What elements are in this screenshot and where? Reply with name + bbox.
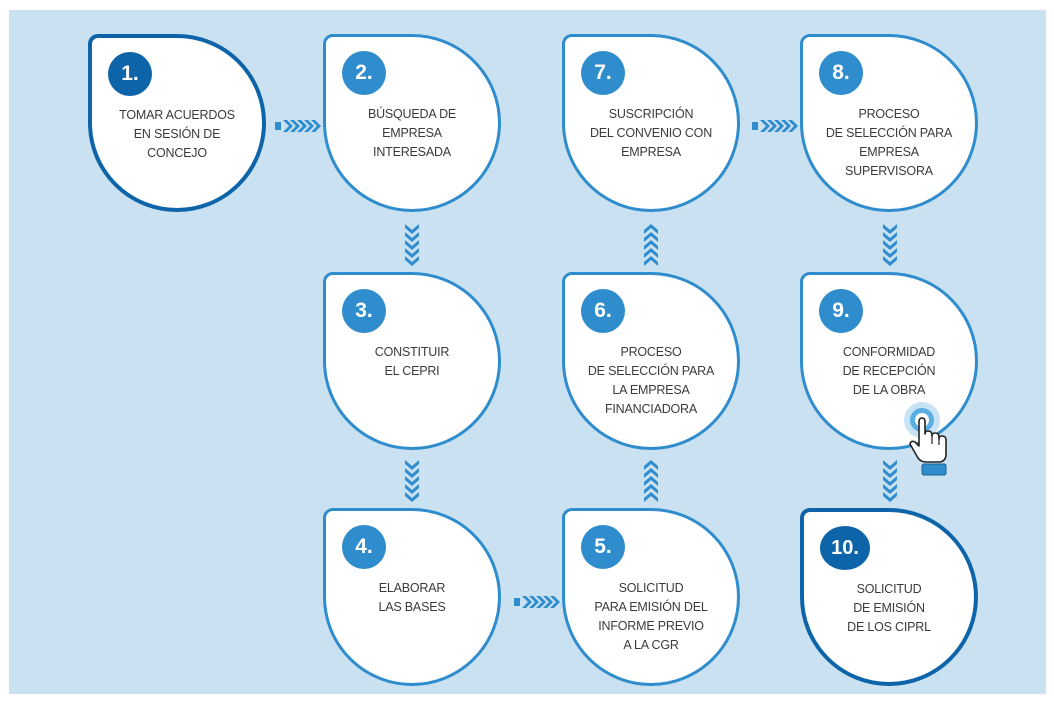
step-label: PROCESO DE SELECCIÓN PARA LA EMPRESA FIN…: [587, 345, 715, 416]
step-label: SUSCRIPCIÓN DEL CONVENIO CON EMPRESA: [589, 107, 713, 159]
step-1: 1. TOMAR ACUERDOS EN SESIÓN DE CONCEJO: [88, 34, 266, 212]
step-number: 6.: [581, 289, 625, 333]
step-4: 4. ELABORAR LAS BASES: [323, 508, 501, 686]
chevron-arrow-icon: [405, 224, 419, 266]
step-number: 10.: [820, 526, 870, 570]
chevron-arrow-icon: [644, 224, 658, 266]
step-number: 3.: [342, 289, 386, 333]
step-3: 3. CONSTITUIR EL CEPRI: [323, 272, 501, 450]
step-label: TOMAR ACUERDOS EN SESIÓN DE CONCEJO: [119, 108, 235, 160]
step-label: CONSTITUIR EL CEPRI: [374, 345, 450, 378]
chevron-arrow-icon: [752, 120, 798, 132]
chevron-arrow-icon: [644, 460, 658, 502]
step-8: 8. PROCESO DE SELECCIÓN PARA EMPRESA SUP…: [800, 34, 978, 212]
arrow-7-to-8: [752, 120, 798, 132]
step-number: 1.: [108, 52, 152, 96]
arrow-4-to-5: [514, 596, 560, 608]
arrow-8-to-9: [883, 224, 897, 266]
step-label: SOLICITUD PARA EMISIÓN DEL INFORME PREVI…: [594, 581, 708, 652]
step-label: CONFORMIDAD DE RECEPCIÓN DE LA OBRA: [842, 345, 936, 397]
hand-pointer-icon: [904, 402, 947, 476]
arrow-6-to-7: [644, 224, 658, 266]
chevron-arrow-icon: [405, 460, 419, 502]
step-5: 5. SOLICITUD PARA EMISIÓN DEL INFORME PR…: [562, 508, 740, 686]
chevron-arrow-icon: [514, 596, 560, 608]
arrow-1-to-2: [275, 120, 321, 132]
arrow-3-to-4: [405, 460, 419, 502]
arrow-9-to-10: [883, 460, 897, 502]
step-number: 8.: [819, 51, 863, 95]
arrow-5-to-6: [644, 460, 658, 502]
step-number: 2.: [342, 51, 386, 95]
step-number: 5.: [581, 525, 625, 569]
step-9: 9. CONFORMIDAD DE RECEPCIÓN DE LA OBRA: [800, 272, 978, 450]
step-label: BÚSQUEDA DE EMPRESA INTERESADA: [367, 107, 457, 159]
step-2: 2. BÚSQUEDA DE EMPRESA INTERESADA: [323, 34, 501, 212]
step-label: ELABORAR LAS BASES: [378, 581, 446, 614]
step-number: 4.: [342, 525, 386, 569]
step-label: PROCESO DE SELECCIÓN PARA EMPRESA SUPERV…: [825, 107, 953, 178]
arrow-2-to-3: [405, 224, 419, 266]
step-number: 7.: [581, 51, 625, 95]
step-6: 6. PROCESO DE SELECCIÓN PARA LA EMPRESA …: [562, 272, 740, 450]
step-7: 7. SUSCRIPCIÓN DEL CONVENIO CON EMPRESA: [562, 34, 740, 212]
step-label: SOLICITUD DE EMISIÓN DE LOS CIPRL: [847, 582, 931, 634]
step-number: 9.: [819, 289, 863, 333]
chevron-arrow-icon: [883, 460, 897, 502]
chevron-arrow-icon: [883, 224, 897, 266]
step-10: 10. SOLICITUD DE EMISIÓN DE LOS CIPRL: [800, 508, 978, 686]
chevron-arrow-icon: [275, 120, 321, 132]
